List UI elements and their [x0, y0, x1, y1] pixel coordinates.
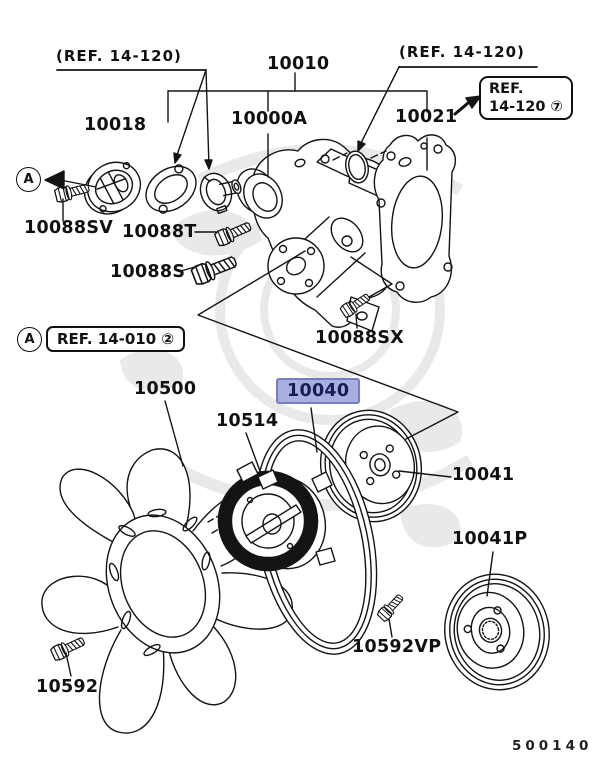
bolt-10592vp	[375, 591, 407, 623]
pulley-10041p-drawing	[444, 573, 550, 691]
ref-box-line2: 14-120 ⑦	[489, 99, 563, 116]
thermostat-drawing	[83, 161, 142, 215]
part-label-10088sx[interactable]: 10088SX	[315, 328, 405, 348]
part-label-10088s[interactable]: 10088S	[110, 262, 186, 282]
part-label-10592[interactable]: 10592	[36, 677, 99, 697]
ref-box-14-010[interactable]: REF. 14-010 ②	[46, 326, 186, 353]
part-label-10018[interactable]: 10018	[84, 115, 147, 135]
part-label-10500[interactable]: 10500	[134, 379, 197, 399]
fan-clutch-drawing	[207, 461, 336, 572]
part-label-10041p[interactable]: 10041P	[452, 529, 528, 549]
part-label-10040-selected[interactable]: 10040	[276, 378, 361, 404]
ref-link-top-left[interactable]: (REF. 14-120)	[56, 47, 182, 65]
part-label-10041[interactable]: 10041	[452, 465, 515, 485]
pump-gasket-drawing	[373, 134, 457, 303]
ref-box-14-120[interactable]: REF. 14-120 ⑦	[479, 76, 573, 121]
part-label-10088t[interactable]: 10088T	[122, 222, 197, 242]
pulley-10041-drawing	[319, 409, 423, 523]
thermo-insert-drawing	[199, 172, 242, 215]
part-label-10000a[interactable]: 10000A	[231, 109, 308, 129]
ref-link-top-right[interactable]: (REF. 14-120)	[399, 43, 525, 61]
ref-marker-a-bottom: A	[17, 327, 42, 352]
part-label-10514[interactable]: 10514	[216, 411, 279, 431]
inlet-gasket-drawing	[145, 164, 197, 214]
fan-drawing	[41, 448, 293, 734]
diagram-code: 500140	[512, 738, 593, 754]
part-label-10010[interactable]: 10010	[267, 54, 330, 74]
leader-lines	[44, 66, 538, 677]
ref-marker-a-top: A	[16, 167, 41, 192]
ref-box-line1: REF.	[489, 81, 524, 97]
part-label-10088sv[interactable]: 10088SV	[24, 218, 114, 238]
part-label-10021[interactable]: 10021	[395, 107, 458, 127]
part-label-10592vp[interactable]: 10592VP	[352, 637, 442, 657]
bolt-10592	[49, 633, 88, 663]
o-ring-drawing	[345, 150, 369, 184]
